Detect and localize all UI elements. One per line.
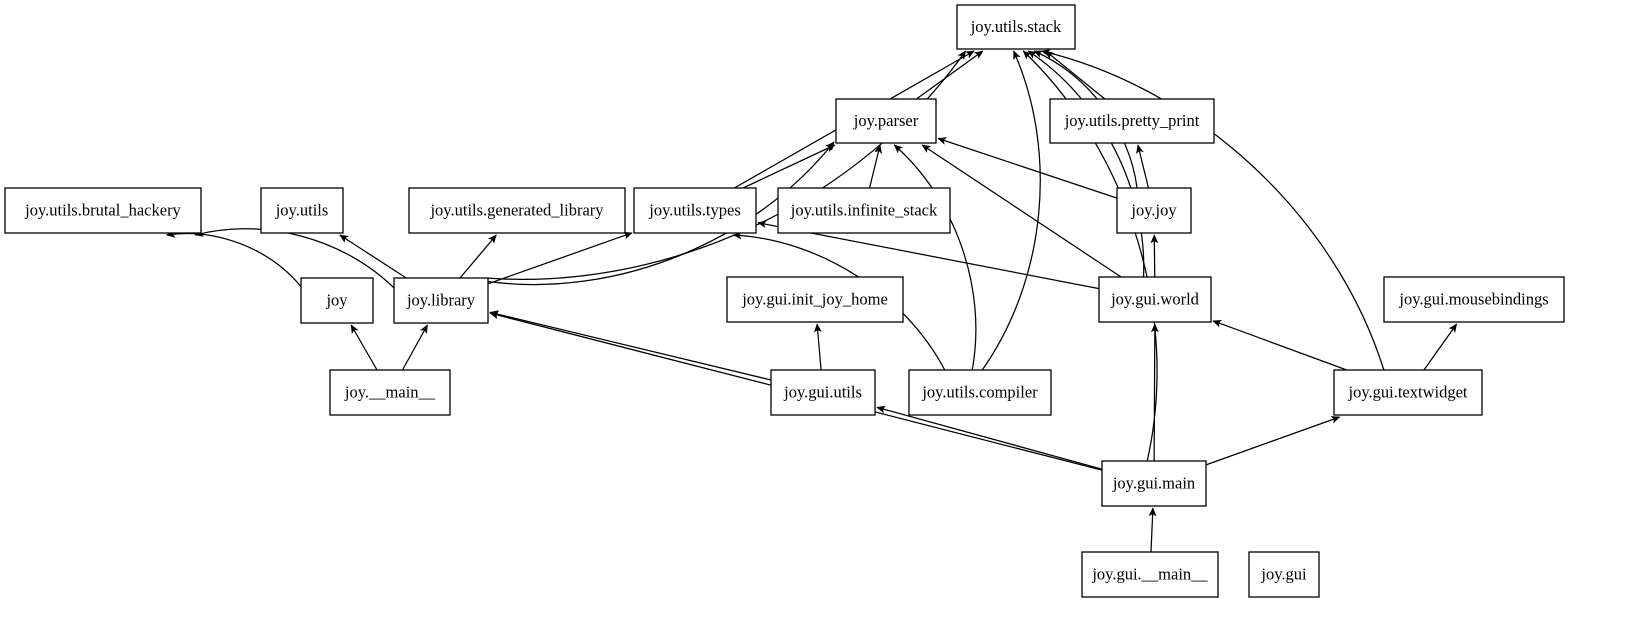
node-box-joy_joy[interactable] (1116, 187, 1192, 234)
node-box-gui_mousebindings[interactable] (1383, 276, 1565, 323)
edge-gui_utils-to-gui_init_joy_home (813, 323, 822, 371)
edge-gui_utils-to-library (489, 310, 772, 381)
node-gui_world[interactable]: joy.gui.world (1098, 276, 1212, 323)
edge-utils_pretty_print-to-utils_stack (1045, 50, 1106, 100)
node-label-utils_brutal_hackery: joy.utils.brutal_hackery (24, 200, 181, 219)
edge-gui_main-to-gui_utils (876, 405, 1103, 470)
edge-library-to-utils (339, 234, 407, 279)
edge-gui_world-to-utils_types (757, 220, 1100, 290)
node-utils_stack[interactable]: joy.utils.stack (956, 4, 1076, 50)
node-label-joy_joy: joy.joy (1130, 200, 1177, 219)
edge-utils_compiler-to-utils_types (732, 231, 946, 371)
edge-utils_infinite_stack-to-parser (868, 144, 882, 189)
node-box-utils_stack[interactable] (956, 4, 1076, 50)
node-box-gui_textwidget[interactable] (1333, 369, 1483, 416)
node-box-utils_compiler[interactable] (908, 369, 1052, 416)
node-box-gui_utils[interactable] (770, 369, 876, 416)
node-label-utils_generated_library: joy.utils.generated_library (429, 200, 604, 219)
node-box-utils[interactable] (260, 187, 344, 234)
node-box-gui_dunder_main[interactable] (1081, 551, 1219, 598)
node-label-utils_compiler: joy.utils.compiler (921, 382, 1038, 401)
node-label-gui_init_joy_home: joy.gui.init_joy_home (741, 289, 888, 308)
node-label-gui_world: joy.gui.world (1110, 289, 1200, 308)
edge-library-to-utils_types (487, 231, 633, 285)
node-box-gui_main[interactable] (1101, 460, 1207, 507)
node-gui_textwidget[interactable]: joy.gui.textwidget (1333, 369, 1483, 416)
node-box-utils_pretty_print[interactable] (1049, 98, 1215, 144)
node-box-utils_types[interactable] (633, 187, 757, 234)
edge-joy-to-utils_brutal_hackery (165, 229, 302, 288)
node-utils_brutal_hackery[interactable]: joy.utils.brutal_hackery (4, 187, 202, 234)
node-utils_compiler[interactable]: joy.utils.compiler (908, 369, 1052, 416)
node-box-utils_brutal_hackery[interactable] (4, 187, 202, 234)
node-box-parser[interactable] (835, 98, 937, 144)
edge-library-to-utils_brutal_hackery (194, 228, 395, 289)
node-label-utils_stack: joy.utils.stack (970, 17, 1062, 36)
edge-layer (165, 49, 1458, 553)
node-utils_generated_library[interactable]: joy.utils.generated_library (408, 187, 626, 234)
edge-gui_world-to-utils_stack (1027, 50, 1145, 278)
node-gui_utils[interactable]: joy.gui.utils (770, 369, 876, 416)
node-label-gui: joy.gui (1260, 564, 1307, 583)
edge-gui_textwidget-to-utils_stack (1041, 49, 1385, 371)
node-label-library: joy.library (406, 290, 476, 309)
node-box-library[interactable] (393, 277, 489, 324)
edge-joy_joy-to-utils_pretty_print (1136, 144, 1150, 189)
node-layer: joy.utils.brutal_hackery joy.utils joy.uti… (4, 4, 1565, 598)
node-gui_mousebindings[interactable]: joy.gui.mousebindings (1383, 276, 1565, 323)
edge-utils_compiler-to-parser (893, 144, 977, 371)
node-joy_main[interactable]: joy.__main__ (329, 369, 451, 416)
node-label-gui_textwidget: joy.gui.textwidget (1348, 382, 1468, 401)
edge-utils_compiler-to-utils_stack (981, 50, 1041, 371)
edge-joy_main-to-library (401, 324, 428, 371)
edge-library-to-utils_generated_library (459, 234, 497, 279)
node-utils_pretty_print[interactable]: joy.utils.pretty_print (1049, 98, 1215, 144)
node-label-gui_mousebindings: joy.gui.mousebindings (1398, 289, 1548, 308)
edge-gui_textwidget-to-gui_mousebindings (1423, 323, 1458, 371)
edge-library-to-utils_stack (487, 50, 967, 280)
node-parser[interactable]: joy.parser (835, 98, 937, 144)
edge-joy_joy-to-parser (937, 137, 1118, 199)
edge-gui_world-to-parser (921, 144, 1122, 278)
node-box-joy_main[interactable] (329, 369, 451, 416)
edge-joy_main-to-joy (350, 324, 378, 371)
edge-gui_main-to-utils_stack (1022, 50, 1158, 462)
node-box-gui_world[interactable] (1098, 276, 1212, 323)
node-box-utils_infinite_stack[interactable] (777, 187, 951, 234)
node-joy_joy[interactable]: joy.joy (1116, 187, 1192, 234)
edge-gui_main-to-gui_world (1150, 323, 1159, 462)
edge-parser-to-utils_stack (916, 50, 984, 100)
node-utils_types[interactable]: joy.utils.types (633, 187, 757, 234)
node-utils[interactable]: joy.utils (260, 187, 344, 234)
node-gui_dunder_main[interactable]: joy.gui.__main__ (1081, 551, 1219, 598)
node-gui[interactable]: joy.gui (1248, 551, 1320, 598)
node-gui_init_joy_home[interactable]: joy.gui.init_joy_home (726, 276, 904, 323)
node-label-joy_main: joy.__main__ (344, 382, 436, 401)
node-box-joy[interactable] (300, 277, 374, 324)
node-box-gui_init_joy_home[interactable] (726, 276, 904, 323)
edge-gui_textwidget-to-gui_world (1212, 319, 1348, 371)
node-label-utils: joy.utils (275, 200, 329, 219)
node-library[interactable]: joy.library (393, 277, 489, 324)
node-label-gui_dunder_main: joy.gui.__main__ (1091, 564, 1208, 583)
node-utils_infinite_stack[interactable]: joy.utils.infinite_stack (777, 187, 951, 234)
node-box-gui[interactable] (1248, 551, 1320, 598)
node-label-parser: joy.parser (853, 111, 919, 130)
node-box-utils_generated_library[interactable] (408, 187, 626, 234)
node-label-utils_infinite_stack: joy.utils.infinite_stack (790, 200, 938, 219)
edge-gui_dunder_main-to-gui_main (1148, 507, 1157, 553)
edge-utils_types-to-parser (742, 144, 836, 189)
node-label-gui_utils: joy.gui.utils (783, 382, 862, 401)
edge-gui_main-to-gui_textwidget (1205, 416, 1341, 466)
node-label-utils_pretty_print: joy.utils.pretty_print (1064, 111, 1200, 130)
node-label-gui_main: joy.gui.main (1112, 473, 1195, 492)
node-label-utils_types: joy.utils.types (648, 200, 741, 219)
node-joy[interactable]: joy (300, 277, 374, 324)
edge-library-to-parser (487, 141, 835, 286)
node-gui_main[interactable]: joy.gui.main (1101, 460, 1207, 507)
node-label-joy: joy (325, 290, 348, 309)
